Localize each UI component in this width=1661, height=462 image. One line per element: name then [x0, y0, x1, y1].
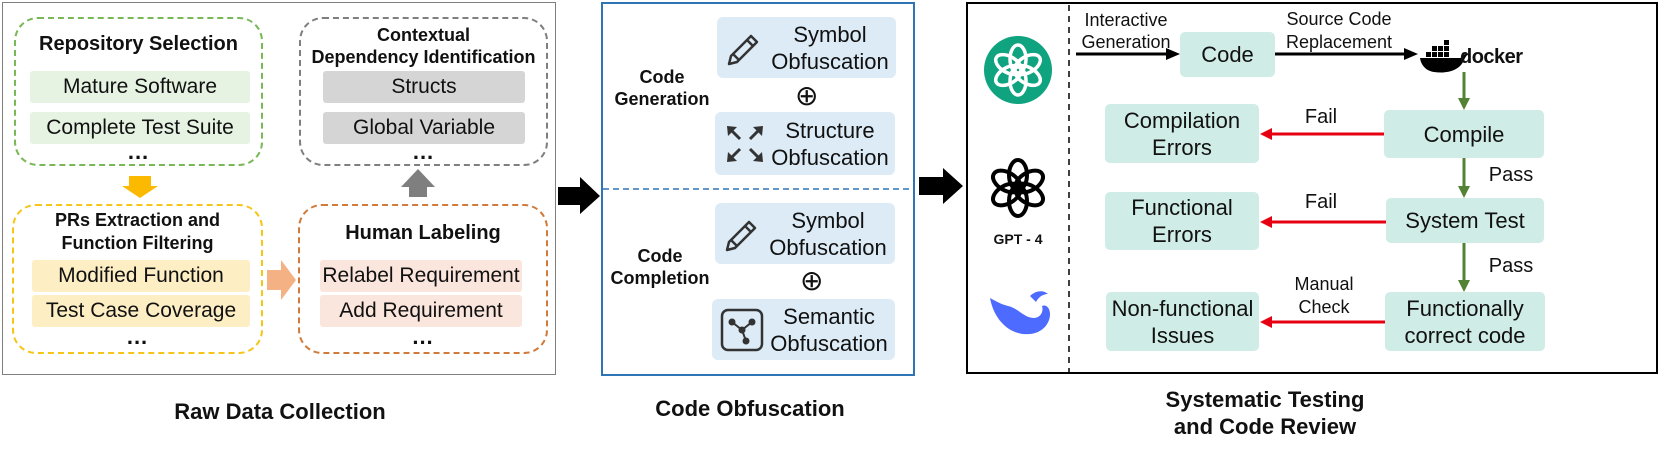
oplus-gen: ⊕	[795, 80, 819, 111]
interactive-generation-line1: Interactive	[1084, 10, 1168, 30]
gray-up-arrow	[401, 169, 435, 197]
human-labeling-title: Human Labeling	[345, 222, 501, 244]
compilation-errors-line1: Compilation	[1123, 107, 1241, 133]
docker-logo-icon	[1420, 40, 1468, 73]
code-obfuscation-panel	[601, 2, 915, 376]
openai-green-logo-icon	[984, 36, 1052, 104]
repository-more-dots: ...	[127, 139, 150, 164]
gpt4-label: GPT - 4	[993, 231, 1043, 247]
functionally-correct-code-box: Functionally correct code	[1385, 292, 1545, 351]
manual-check-line1: Manual	[1294, 274, 1354, 294]
functional-errors-line2: Errors	[1152, 222, 1212, 247]
systematic-testing-title-line2: and Code Review	[1173, 414, 1357, 439]
global-variable-item: Global Variable	[323, 112, 525, 144]
raw-data-panel	[2, 2, 556, 375]
fail-label-2: Fail	[1304, 191, 1338, 213]
human-labeling-box: Human Labeling Relabel Requirement Add R…	[298, 204, 548, 354]
oplus-comp: ⊕	[800, 265, 824, 296]
prs-title-line2: Function Filtering	[61, 233, 214, 253]
pass-label-1: Pass	[1488, 164, 1534, 186]
functional-errors-box: Functional Errors	[1105, 192, 1259, 250]
yellow-down-arrow	[122, 176, 158, 198]
prs-title-line1: PRs Extraction and	[54, 210, 221, 230]
modified-function-item: Modified Function	[32, 260, 250, 292]
system-test-label: System Test	[1405, 208, 1525, 233]
compilation-errors-line2: Errors	[1152, 134, 1212, 160]
non-functional-line2: Issues	[1150, 322, 1215, 348]
non-functional-line1: Non-functional	[1111, 295, 1254, 321]
semantic-obfuscation-box: Semantic Obfuscation	[712, 299, 895, 360]
mature-software-item: Mature Software	[30, 71, 250, 103]
pencil-icon	[727, 34, 759, 66]
source-code-replacement-line1: Source Code	[1286, 9, 1392, 29]
compile-box: Compile	[1384, 110, 1544, 158]
code-label: Code	[1201, 42, 1254, 67]
code-completion-label-line2: Completion	[610, 268, 710, 288]
expand-arrows-icon	[727, 126, 763, 162]
systematic-testing-panel	[966, 2, 1658, 374]
prs-extraction-box: PRs Extraction and Function Filtering Mo…	[12, 204, 263, 354]
symbol-obfuscation-gen-line2: Obfuscation	[771, 49, 889, 74]
symbol-obfuscation-gen-line1: Symbol	[793, 22, 867, 47]
code-completion-label-line1: Code	[637, 246, 683, 266]
interactive-generation-line2: Generation	[1081, 32, 1171, 52]
symbol-obfuscation-comp-box: Symbol Obfuscation	[715, 203, 895, 264]
functionally-correct-line2: correct code	[1404, 322, 1526, 348]
structure-obfuscation-line1: Structure	[785, 118, 875, 143]
test-case-coverage-item: Test Case Coverage	[32, 295, 250, 327]
pencil-icon	[725, 220, 757, 252]
openai-black-logo-icon	[990, 158, 1046, 218]
compilation-errors-box: Compilation Errors	[1105, 104, 1259, 163]
prs-more-dots: ...	[126, 324, 149, 349]
functional-errors-line1: Functional	[1131, 195, 1233, 220]
complete-test-suite-item: Complete Test Suite	[30, 112, 250, 144]
docker-label: docker	[1460, 46, 1523, 68]
system-test-box: System Test	[1386, 198, 1544, 243]
add-requirement-item: Add Requirement	[320, 295, 522, 327]
systematic-testing-title-line1: Systematic Testing	[1165, 387, 1365, 412]
repository-selection-box: Repository Selection Mature Software Com…	[14, 17, 263, 166]
source-code-replacement-line2: Replacement	[1285, 32, 1393, 52]
contextual-more-dots: ...	[412, 139, 435, 164]
semantic-obfuscation-line2: Obfuscation	[770, 331, 888, 356]
code-box: Code	[1180, 32, 1275, 77]
functionally-correct-line1: Functionally	[1406, 295, 1524, 321]
deepseek-whale-logo-icon	[990, 291, 1050, 335]
peach-right-arrow	[267, 260, 296, 300]
contextual-dependency-box: Contextual Dependency Identification Str…	[299, 17, 548, 166]
manual-check-line2: Check	[1298, 297, 1350, 317]
code-obfuscation-title: Code Obfuscation	[655, 396, 845, 421]
structure-obfuscation-line2: Obfuscation	[771, 145, 889, 170]
code-generation-label-line1: Code	[639, 67, 685, 87]
human-more-dots: ...	[412, 324, 434, 349]
contextual-title-line2: Dependency Identification	[311, 47, 536, 67]
pass-label-2: Pass	[1488, 255, 1534, 277]
symbol-obfuscation-gen-box: Symbol Obfuscation	[717, 17, 896, 78]
relabel-requirement-item: Relabel Requirement	[320, 260, 522, 292]
non-functional-issues-box: Non-functional Issues	[1106, 292, 1259, 351]
semantic-obfuscation-line1: Semantic	[783, 304, 875, 329]
compile-label: Compile	[1423, 121, 1505, 147]
fail-label-1: Fail	[1304, 106, 1338, 128]
graph-nodes-icon	[720, 308, 764, 352]
raw-data-collection-title: Raw Data Collection	[174, 399, 386, 424]
repository-selection-title: Repository Selection	[39, 33, 238, 55]
code-generation-label-line2: Generation	[614, 89, 710, 109]
symbol-obfuscation-comp-line1: Symbol	[791, 208, 865, 233]
symbol-obfuscation-comp-line2: Obfuscation	[769, 235, 887, 260]
structs-item: Structs	[323, 71, 525, 103]
structure-obfuscation-box: Structure Obfuscation	[715, 112, 895, 175]
contextual-title-line1: Contextual	[376, 25, 470, 45]
